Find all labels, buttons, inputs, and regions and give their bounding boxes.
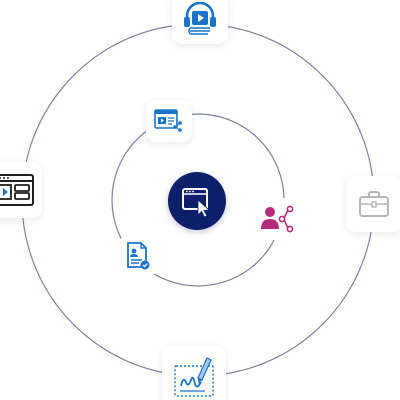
- user-share-tile[interactable]: [256, 198, 298, 240]
- audiobook-tile[interactable]: [172, 0, 228, 44]
- document-tile[interactable]: [118, 236, 158, 276]
- center-hub[interactable]: [168, 172, 226, 230]
- video-app-tile[interactable]: [0, 162, 42, 218]
- video-share-tile[interactable]: [146, 100, 192, 142]
- signature-pen-icon: [174, 357, 214, 397]
- user-share-icon: [261, 205, 294, 233]
- briefcase-tile[interactable]: [346, 176, 400, 232]
- video-app-window-icon: [0, 174, 34, 206]
- browser-cursor-icon: [182, 188, 210, 218]
- video-share-icon: [154, 109, 182, 132]
- signature-tile[interactable]: [162, 346, 226, 400]
- document-check-icon: [127, 242, 150, 270]
- briefcase-icon: [359, 191, 389, 217]
- audiobook-headphones-icon: [184, 2, 216, 35]
